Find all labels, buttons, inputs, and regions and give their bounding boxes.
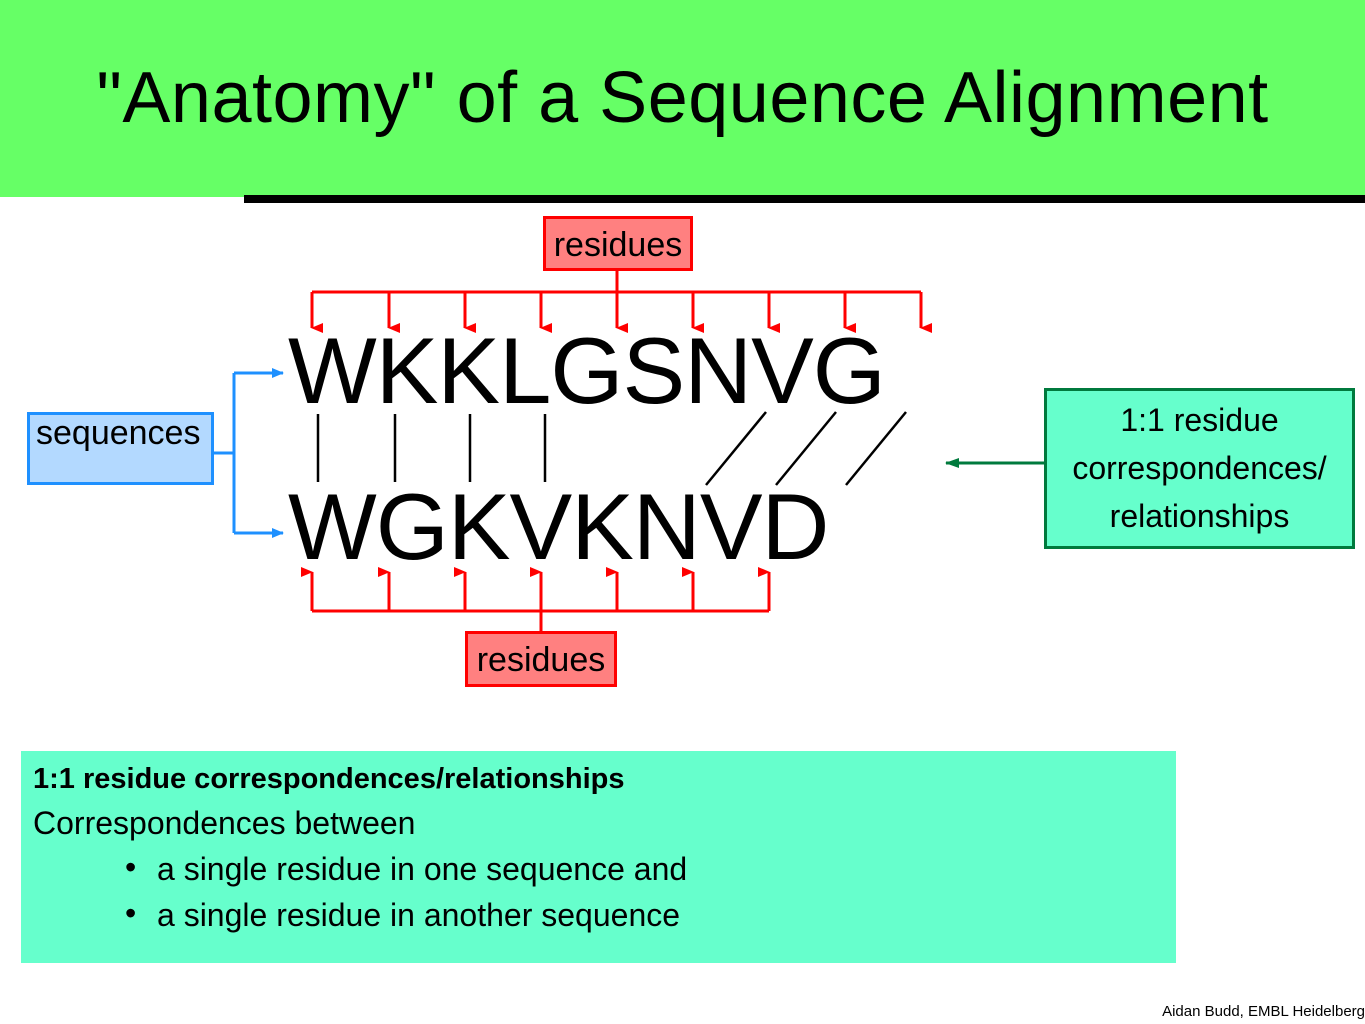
residues-label-bottom: residues <box>465 631 617 687</box>
top-residue-arrows <box>310 271 932 333</box>
slide-title: "Anatomy" of a Sequence Alignment <box>96 58 1269 138</box>
match-line-6 <box>775 411 837 486</box>
definition-bullet-2-text: a single residue in another sequence <box>157 897 681 933</box>
definition-intro: Correspondences between <box>33 805 416 841</box>
correspondences-label-line-3: relationships <box>1109 498 1290 534</box>
sequences-label: sequences <box>27 412 214 485</box>
sequence-arrows <box>214 368 284 538</box>
sequence-1: WKKLGSNVG <box>288 318 886 423</box>
definition-box: 1:1 residue correspondences/relationship… <box>21 751 1176 963</box>
footer-credit: Aidan Budd, EMBL Heidelberg <box>1162 1003 1365 1020</box>
bullet-icon: • <box>125 849 137 885</box>
match-line-7 <box>845 411 907 486</box>
correspondences-label-line-1: 1:1 residue <box>1120 402 1279 438</box>
definition-bullet-1: • a single residue in one sequence and <box>33 849 1176 887</box>
alignment-lines <box>316 411 907 486</box>
match-line-5 <box>705 411 767 486</box>
title-rule <box>244 195 1365 203</box>
residues-label-top: residues <box>543 216 693 271</box>
bottom-residue-arrows <box>301 567 771 631</box>
definition-bullet-1-text: a single residue in one sequence and <box>157 851 688 887</box>
definition-heading: 1:1 residue correspondences/relationship… <box>33 763 625 795</box>
correspondences-label: 1:1 residue correspondences/ relationshi… <box>1044 388 1355 549</box>
sequence-2: WGKVKNVD <box>288 474 829 579</box>
definition-bullet-2: • a single residue in another sequence <box>33 895 1176 933</box>
bullet-icon: • <box>125 895 137 931</box>
correspondences-label-line-2: correspondences/ <box>1072 450 1327 486</box>
title-band <box>0 0 1365 197</box>
